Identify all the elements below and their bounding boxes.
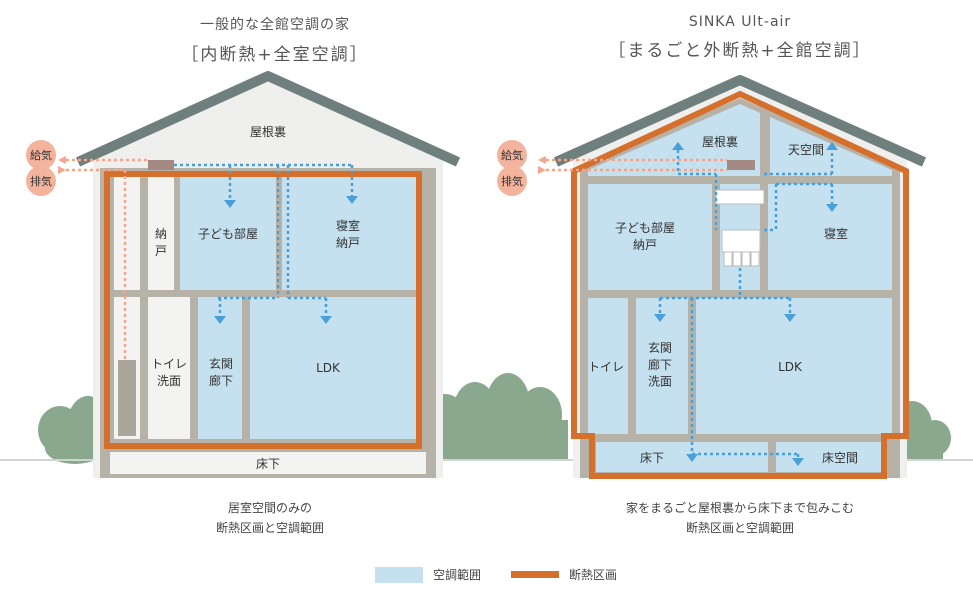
left-supply-label: 給気 <box>30 148 52 162</box>
right-exhaust-arrow <box>538 166 546 174</box>
left-room-labels: 屋根裏 納戸 子ども部屋 寝室納戸 トイレ洗面 玄関廊下 LDK 床下 <box>151 124 360 471</box>
left-underfloor-label: 床下 <box>256 457 280 471</box>
right-room-labels: 屋根裏 天空間 子ども部屋納戸 寝室 トイレ 玄関廊下洗面 LDK 床下 床空間 <box>588 134 858 465</box>
left-caption: 居室空間のみの 断熱区画と空調範囲 <box>150 498 390 538</box>
left-title-block: 一般的な全館空調の家 ［内断熱+全室空調］ <box>150 14 400 65</box>
right-bedroom-area <box>768 184 892 290</box>
left-supply-circle <box>26 140 56 170</box>
left-bedroom-area <box>282 176 416 290</box>
left-ldk-area <box>250 297 416 439</box>
left-exhaust-label: 排気 <box>30 174 52 188</box>
left-title: ［内断熱+全室空調］ <box>181 45 369 65</box>
right-exhaust-circle <box>497 166 527 196</box>
right-attic-label: 屋根裏 <box>702 134 738 149</box>
left-ac-unit <box>148 160 174 170</box>
right-arrowheads <box>654 142 838 466</box>
left-toilet-label: トイレ洗面 <box>151 357 187 388</box>
right-kids-room-area <box>588 184 712 290</box>
right-caption: 家をまるごと屋根裏から床下まで包みこむ 断熱区画と空調範囲 <box>580 498 900 538</box>
left-kids-room-area <box>180 176 276 290</box>
left-entrance-label: 玄関廊下 <box>209 356 233 388</box>
right-caption-text: 家をまるごと屋根裏から床下まで包みこむ 断熱区画と空調範囲 <box>625 501 854 535</box>
right-supply-circle <box>497 140 527 170</box>
right-roof <box>553 75 927 167</box>
left-exhaust-circle <box>26 166 56 196</box>
right-exhaust-label: 排気 <box>501 174 523 188</box>
ground-line <box>0 459 973 461</box>
right-title: ［まるごと外断熱+全館空調］ <box>608 41 872 61</box>
right-underfloor-area <box>596 442 768 472</box>
right-air-handler <box>721 229 761 253</box>
left-shaft-upper <box>114 176 140 290</box>
right-attic-area <box>588 104 760 176</box>
left-roof <box>75 71 461 167</box>
right-filter-units <box>723 251 760 267</box>
right-house <box>540 75 927 479</box>
right-ac-unit <box>727 160 755 170</box>
right-supply-arrow <box>538 156 546 164</box>
legend-insulation-label: 断熱区画 <box>569 568 618 582</box>
left-underfloor-area <box>110 452 426 474</box>
right-ldk-area <box>696 298 892 434</box>
left-caption-text: 居室空間のみの 断熱区画と空調範囲 <box>215 501 324 535</box>
right-underfloor-label: 床下 <box>640 451 664 465</box>
left-exhaust-arrow <box>58 166 66 174</box>
right-airflow <box>658 150 834 458</box>
legend-item-insulation: 断熱区画 <box>511 566 617 583</box>
right-indoor-unit <box>715 189 765 205</box>
right-bedroom-label: 寝室 <box>824 226 848 241</box>
left-supply-arrow <box>58 156 66 164</box>
right-floor-space-area <box>776 442 884 472</box>
legend-insulation-swatch <box>511 571 559 578</box>
right-insulation <box>571 90 909 479</box>
left-airflow <box>174 163 354 316</box>
legend-air-swatch <box>375 566 423 583</box>
left-subtitle: 一般的な全館空調の家 <box>200 17 350 33</box>
right-supply-label: 給気 <box>501 148 523 162</box>
right-toilet-label: トイレ <box>588 360 624 374</box>
legend-air-label: 空調範囲 <box>433 568 482 582</box>
left-insulation <box>104 171 422 449</box>
right-entrance-label: 玄関廊下洗面 <box>648 340 672 389</box>
left-duct <box>118 360 136 436</box>
right-subtitle: SINKA Ult-air <box>688 14 792 30</box>
left-house <box>60 71 461 478</box>
left-ldk-label: LDK <box>316 361 341 375</box>
left-closet-label: 納戸 <box>155 227 167 258</box>
right-ldk-label: LDK <box>778 360 803 374</box>
legend: 空調範囲 断熱区画 <box>0 566 973 590</box>
left-toilet-area <box>148 297 190 439</box>
right-vents: 給気 排気 <box>497 140 546 196</box>
left-arrowheads <box>214 196 358 324</box>
legend-item-air: 空調範囲 <box>375 566 481 583</box>
left-vents: 給気 排気 <box>26 140 66 196</box>
left-bedroom-label: 寝室納戸 <box>336 218 360 250</box>
right-title-block: SINKA Ult-air ［まるごと外断熱+全館空調］ <box>575 14 905 61</box>
left-kids-room-label: 子ども部屋 <box>198 226 258 241</box>
right-toilet-area <box>588 298 628 434</box>
right-floor-space-label: 床空間 <box>822 451 858 465</box>
left-closet-area <box>148 176 174 290</box>
right-kids-room-label: 子ども部屋納戸 <box>615 220 675 252</box>
right-entrance-area <box>636 298 688 434</box>
right-ceiling-space-label: 天空間 <box>788 143 824 157</box>
left-attic-label: 屋根裏 <box>250 124 286 139</box>
